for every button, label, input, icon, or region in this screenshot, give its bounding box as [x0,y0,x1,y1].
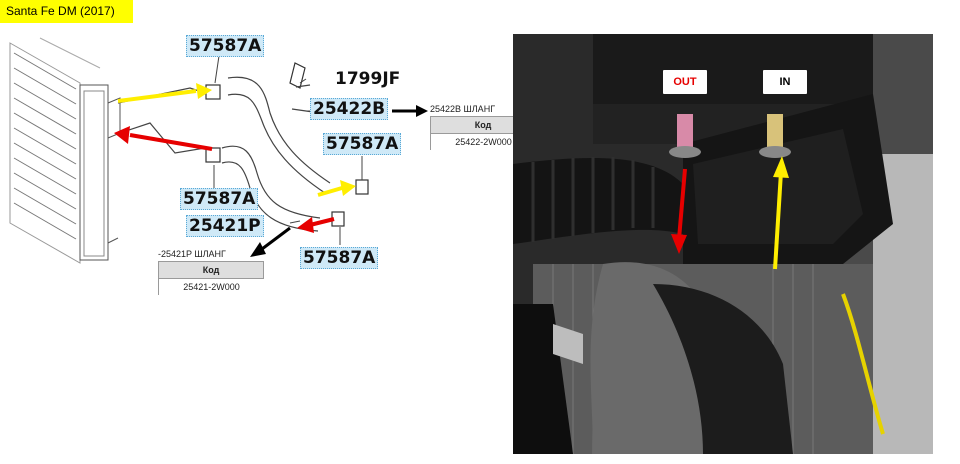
black-arrow-upper [392,105,428,117]
callout-57587a-top: 57587A [186,35,265,57]
callout-25421p: 25421P [186,215,264,237]
photo-yellow-arrow [773,156,789,270]
radiator-drawing [9,37,121,264]
part-table-upper-header: 25422B ШЛАНГ [430,104,496,114]
yellow-arrow-lower [317,180,356,197]
callout-57587a-bottom: 57587A [300,247,379,269]
part-table-upper-value: 25422-2W000 [430,134,536,150]
engine-bay-photo: OUT IN [513,34,933,454]
out-label: OUT [663,70,707,94]
callout-57587a-left: 57587A [180,188,259,210]
in-label: IN [763,70,807,94]
part-table-lower: -25421P ШЛАНГ Код 25421-2W000 [158,249,264,295]
diagram-drawing [9,37,428,264]
part-table-upper: 25422B ШЛАНГ Код 25422-2W000 [430,104,536,150]
part-table-lower-header: -25421P ШЛАНГ [158,249,226,259]
photo-drawing [513,34,933,454]
part-table-lower-kod: Код [158,261,264,279]
callout-1799jf: 1799JF [335,69,401,89]
callout-57587a-right: 57587A [323,133,402,155]
part-table-lower-value: 25421-2W000 [158,279,264,295]
yellow-arrow-upper [117,83,212,103]
red-arrow-lower [297,217,335,233]
parts-diagram: 57587A 1799JF 25422B 57587A 57587A 25421… [0,23,536,323]
photo-red-arrow [671,168,687,254]
red-arrow-upper [114,126,213,151]
black-arrow-lower [250,226,291,257]
page-title: Santa Fe DM (2017) [0,0,133,23]
callout-25422b: 25422B [310,98,389,120]
